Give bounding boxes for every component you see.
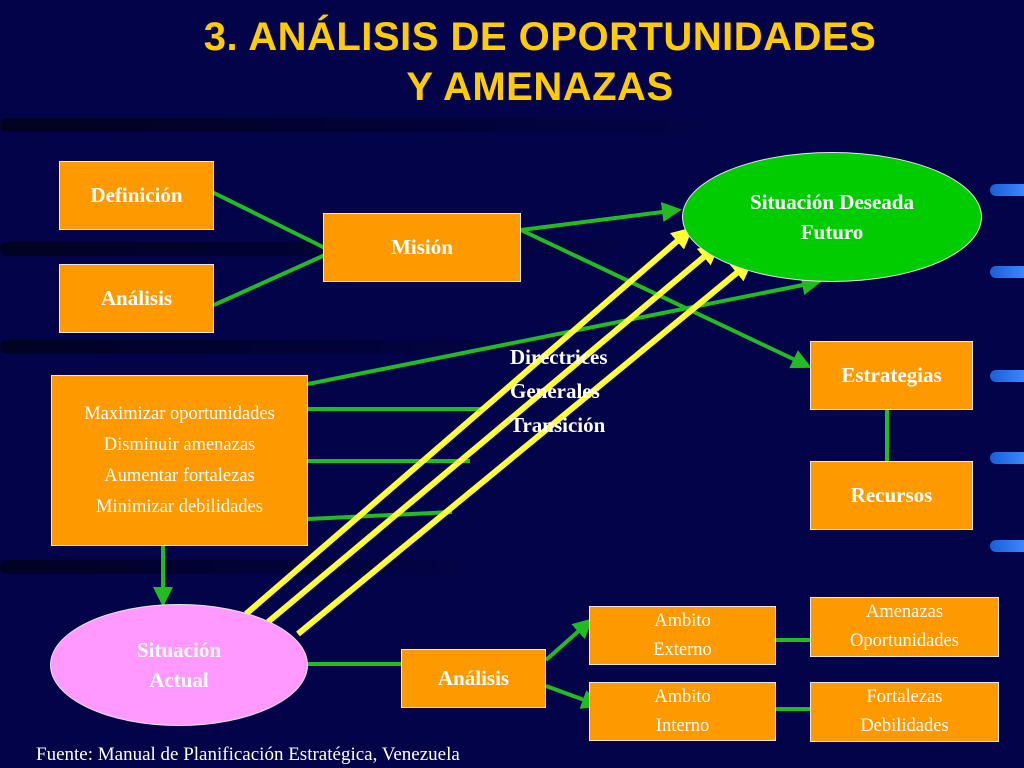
edge-accent [990,266,1024,278]
connector-obj-3 [307,510,453,521]
recursos-label: Recursos [850,483,933,507]
edge-accent [990,370,1024,382]
analisis-top-box: Análisis [59,264,214,333]
analisis-bottom-box: Análisis [401,649,546,708]
situacion-actual-line2: Actual [149,668,209,692]
slide-title-line1: 3. ANÁLISIS DE OPORTUNIDADES [203,15,877,59]
ambito-interno-line2: Interno [655,715,710,736]
objetivo-item: Minimizar debilidades [96,496,263,517]
connector-analisis-mision [213,253,326,307]
fortalezas-line: Fortalezas [866,687,943,707]
amenazas-oportunidades-box: Amenazas Oportunidades [810,597,999,657]
situacion-deseada-line1: Situación Deseada [750,190,914,214]
mision-label: Misión [391,235,453,259]
directrices-line1: Directrices [510,345,608,369]
fortalezas-debilidades-box: Fortalezas Debilidades [810,682,999,742]
transition-arrow-3 [296,259,754,637]
transition-arrow-1 [244,227,694,617]
transition-arrow-2 [266,243,721,625]
directrices-line3: Transición [510,413,606,437]
background-stripe [0,560,460,574]
situacion-actual-line1: Situación [136,638,222,662]
directrices-label: Directrices Generales Transición [510,340,608,442]
ambito-externo-line1: Ambito [654,610,711,631]
situacion-deseada-ellipse: Situación Deseada Futuro [682,152,982,282]
ambito-interno-box: Ambito Interno [589,682,776,741]
ambito-externo-box: Ambito Externo [589,606,776,665]
ambito-externo-line2: Externo [653,639,712,660]
arrow-objetivos-deseada [307,275,822,386]
edge-accent [990,184,1024,196]
edge-accent [990,540,1024,552]
arrow-mision-deseada [520,202,682,232]
arrow-analisis-externo [544,618,593,662]
debilidades-line: Debilidades [860,716,949,736]
oportunidades-line: Oportunidades [850,631,959,651]
estrategias-box: Estrategias [810,341,973,410]
objetivo-item: Disminuir amenazas [103,434,256,455]
ambito-interno-line1: Ambito [654,686,711,707]
definicion-label: Definición [90,183,183,207]
objetivo-item: Aumentar fortalezas [104,465,255,486]
background-stripe [0,340,540,354]
recursos-box: Recursos [810,461,973,530]
objetivo-item: Maximizar oportunidades [84,403,275,424]
connector-definicion-mision [205,187,326,250]
amenazas-line: Amenazas [865,602,944,622]
source-footnote: Fuente: Manual de Planificación Estratég… [36,744,460,765]
slide-title: 3. ANÁLISIS DE OPORTUNIDADES Y AMENAZAS [60,12,1020,112]
situacion-actual-ellipse: Situación Actual [50,604,308,726]
arrow-mision-estrategias [520,228,812,369]
directrices-line2: Generales [510,379,600,403]
situacion-deseada-line2: Futuro [800,220,864,244]
analisis-top-label: Análisis [100,286,173,310]
estrategias-label: Estrategias [841,363,942,387]
objetivos-box: Maximizar oportunidades Disminuir amenaz… [51,375,308,546]
definicion-box: Definición [59,161,214,230]
slide-title-line2: Y AMENAZAS [406,65,674,109]
background-stripe [0,118,700,132]
mision-box: Misión [323,213,521,282]
edge-accent [990,452,1024,464]
analisis-bottom-label: Análisis [437,666,510,690]
